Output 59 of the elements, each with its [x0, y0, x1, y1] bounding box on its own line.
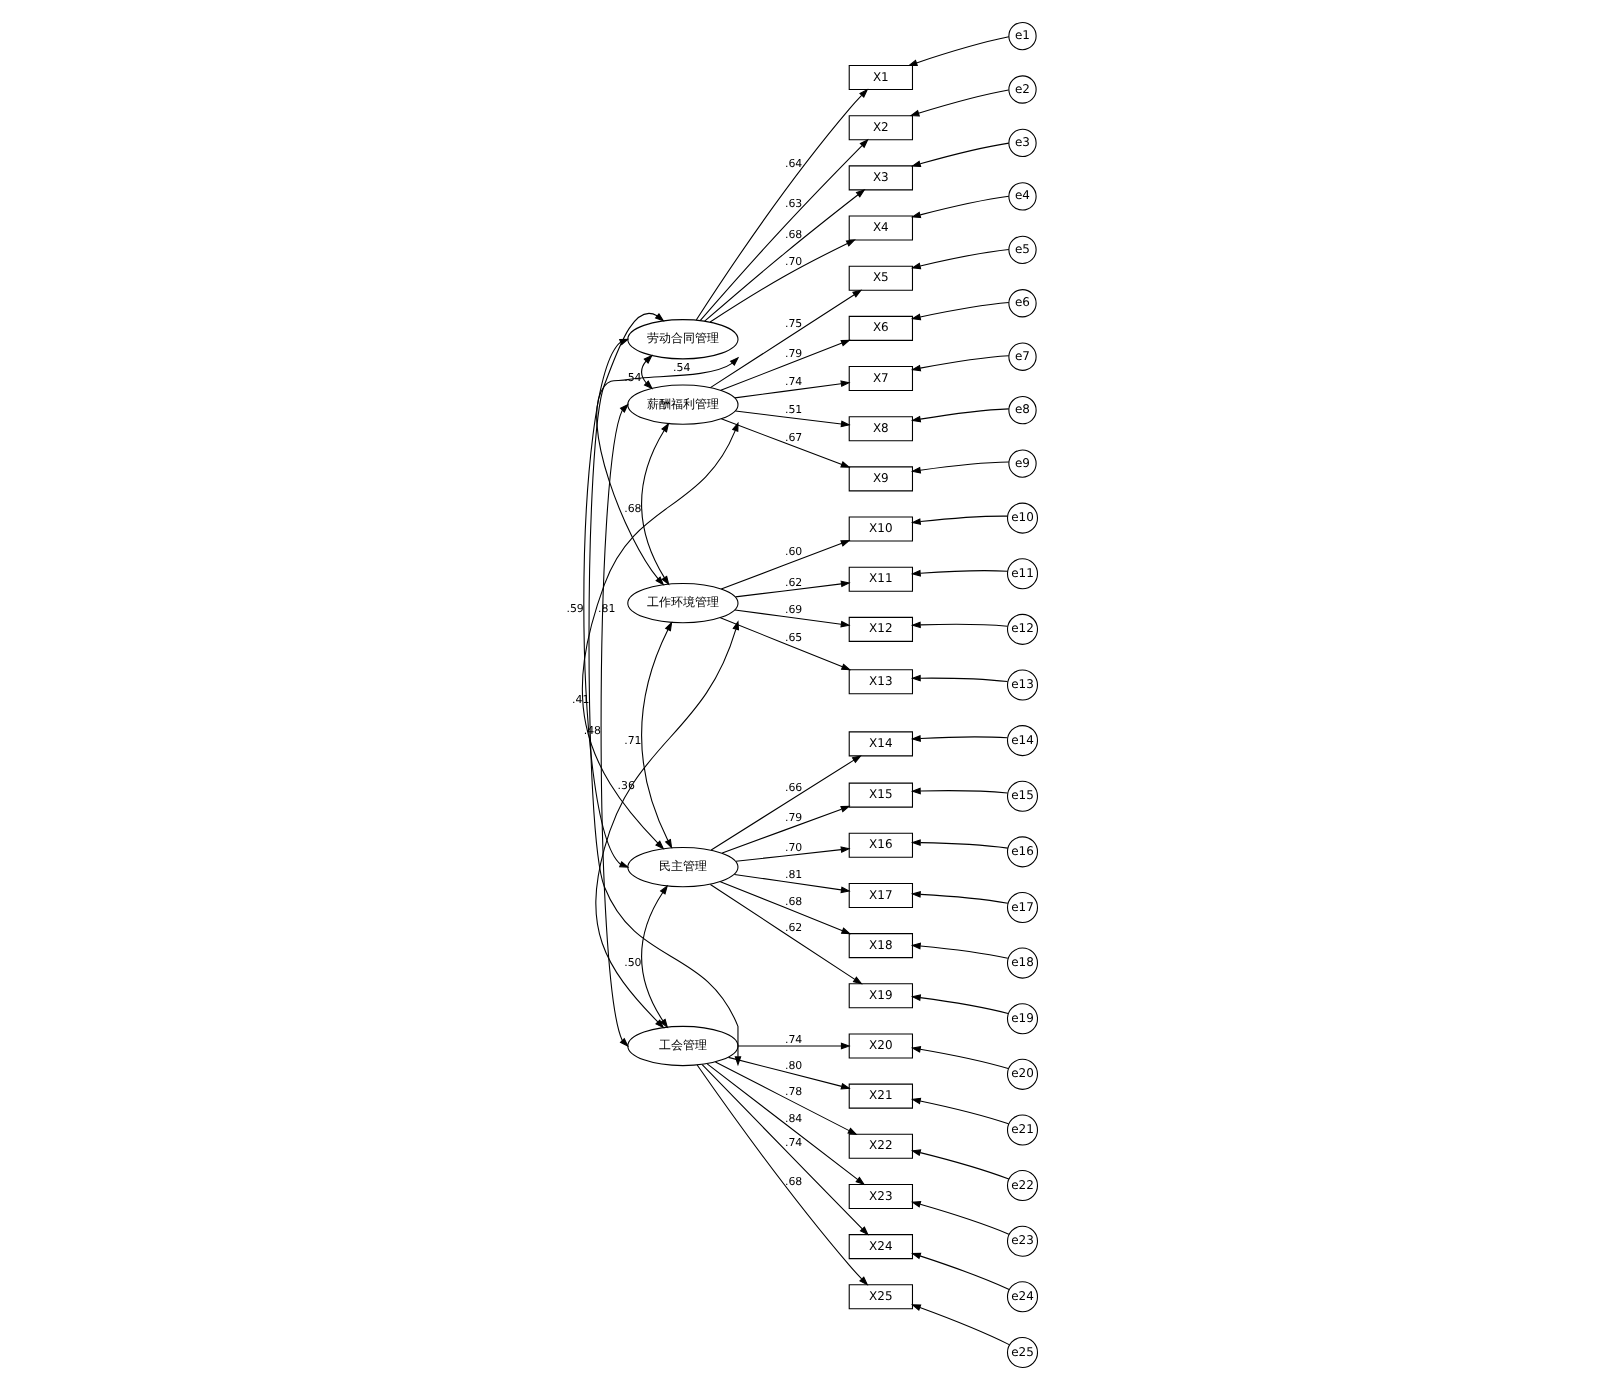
arrow: [698, 138, 868, 322]
arrow: [909, 735, 1007, 742]
arrow: [708, 239, 855, 323]
arrow: [909, 890, 1008, 904]
arrow: [733, 410, 850, 428]
arrow: [587, 312, 741, 1067]
arrow: [909, 1046, 1008, 1070]
arrow: [909, 1201, 1009, 1235]
arrow: [910, 1304, 1009, 1346]
arrow: [909, 355, 1009, 372]
arrow: [733, 380, 850, 399]
arrow: [640, 884, 668, 1029]
arrow: [695, 1064, 868, 1286]
arrow: [719, 418, 850, 468]
arrow: [640, 354, 653, 390]
arrow: [708, 883, 862, 985]
arrow: [713, 1061, 857, 1135]
arrow: [909, 195, 1009, 219]
arrow: [908, 89, 1009, 117]
arrow: [909, 515, 1007, 525]
arrow: [909, 408, 1009, 423]
arrow: [700, 1064, 868, 1236]
arrow: [640, 621, 672, 849]
arrow: [909, 994, 1008, 1015]
arrow: [909, 942, 1008, 959]
arrow: [736, 1042, 850, 1050]
arrow: [909, 1252, 1009, 1291]
arrow: [733, 609, 850, 628]
arrow: [718, 617, 851, 671]
arrow: [909, 569, 1007, 577]
arrow: [732, 873, 850, 894]
arrow: [709, 755, 861, 851]
arrow: [580, 421, 738, 850]
arrow: [909, 839, 1008, 849]
arrow: [909, 461, 1009, 474]
arrow: [719, 339, 850, 391]
arrow: [906, 36, 1009, 67]
arrow: [599, 403, 628, 1048]
arrow: [718, 881, 851, 935]
arrow: [640, 422, 669, 586]
arrow: [720, 805, 850, 854]
arrow: [909, 248, 1009, 270]
arrow: [909, 787, 1007, 795]
arrow: [733, 580, 850, 598]
arrow: [909, 621, 1007, 629]
arrow: [909, 1149, 1009, 1180]
arrow: [594, 620, 739, 1029]
arrow: [595, 356, 739, 586]
arrow: [708, 289, 862, 389]
arrow: [719, 540, 850, 590]
arrow: [703, 188, 865, 322]
arrow: [909, 302, 1009, 321]
arrow: [909, 1097, 1009, 1125]
arrow: [909, 142, 1009, 168]
arrow: [734, 846, 850, 862]
arrow: [909, 674, 1007, 683]
arrow: [705, 1063, 865, 1186]
arrow: [694, 88, 868, 321]
arrow: [726, 1056, 850, 1090]
